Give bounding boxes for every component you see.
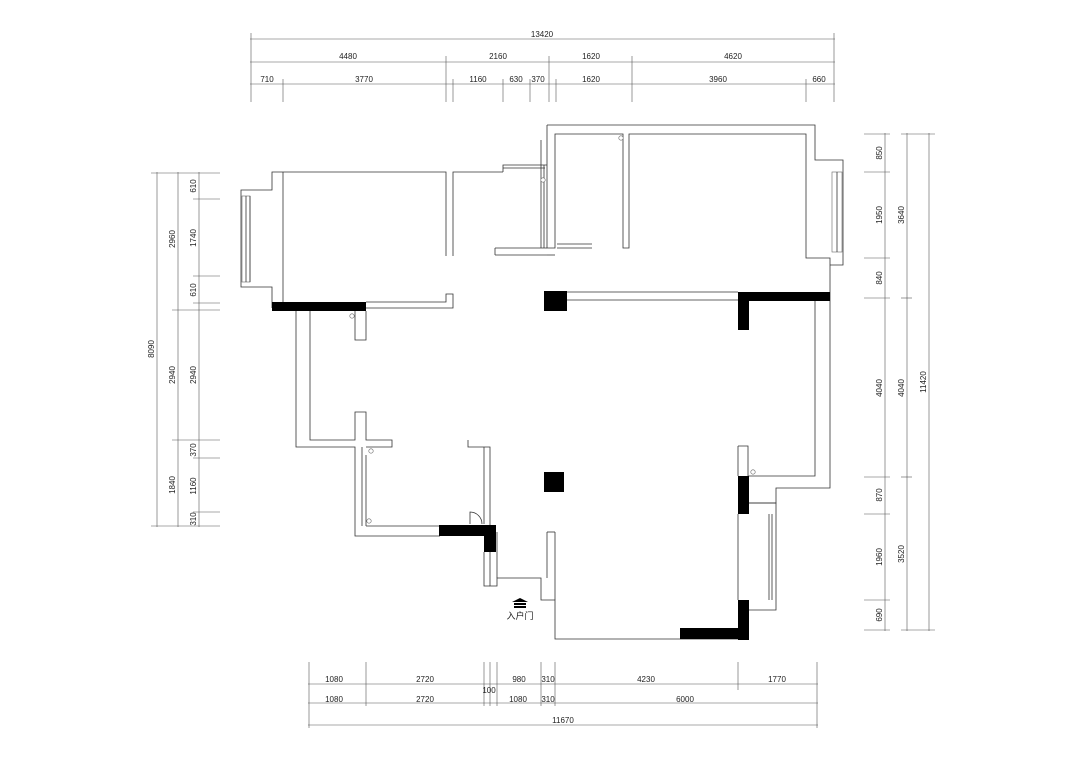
dim-bottom-total: 11670 [552, 716, 574, 725]
wall-segment-upper-left [272, 302, 366, 311]
dim-left-inner-5: 1160 [189, 477, 198, 495]
dim-left-inner-6: 310 [189, 512, 198, 526]
fixtures [349, 135, 756, 525]
dim-top-l3-3: 630 [509, 75, 523, 84]
column-center [544, 472, 564, 492]
dim-top-l2-3: 4620 [724, 52, 742, 61]
dim-bottom-r1-2: 980 [512, 675, 526, 684]
dim-right-inner-6: 690 [875, 608, 884, 622]
wall-segment-lower-right-h [680, 628, 749, 639]
dim-right-inner-3: 4040 [875, 379, 884, 397]
dim-top-l3-2: 1160 [469, 75, 487, 84]
dim-left-inner-1: 1740 [189, 229, 198, 247]
dim-right-inner-1: 1950 [875, 206, 884, 224]
dim-left-inner-4: 370 [189, 443, 198, 457]
wall-segment-upper-right-v [738, 292, 749, 330]
entry-arrow-icon [512, 598, 528, 602]
dim-left-total: 8090 [147, 340, 156, 358]
wall-segment-entry-h [439, 525, 496, 536]
dim-bottom-r2-0: 1080 [325, 695, 343, 704]
dim-right-inner-2: 840 [875, 271, 884, 285]
drain-icon [750, 469, 756, 475]
dim-bottom-r1-1: 2720 [416, 675, 434, 684]
entrance-label: 入户门 [506, 610, 533, 621]
dim-bottom-r2-4: 6000 [676, 695, 694, 704]
dim-top-total: 13420 [531, 30, 554, 39]
dim-bottom-r1-4: 4230 [637, 675, 655, 684]
top-dimensions: 13420 4480 2160 1620 4620 710 3770 1160 … [250, 30, 835, 102]
dim-right-total: 11420 [919, 371, 928, 393]
dim-bottom-r1-5: 1770 [768, 675, 786, 684]
dim-bottom-r2-1: 2720 [416, 695, 434, 704]
wall-segment-lower-right-v [738, 600, 749, 640]
wall-segment-entry-v [484, 525, 496, 552]
dim-left-inner-2: 610 [189, 283, 198, 297]
dim-bottom-small: 100 [482, 686, 496, 695]
drain-icon [368, 448, 374, 454]
dim-bottom-r1-3: 310 [541, 675, 555, 684]
dim-top-l3-6: 3960 [709, 75, 727, 84]
dim-left-outer-0: 2960 [168, 230, 177, 248]
drain-icon [618, 135, 624, 141]
dim-top-l2-1: 2160 [489, 52, 507, 61]
dim-left-outer-2: 1840 [168, 476, 177, 494]
bottom-dimensions: 1080 2720 980 310 4230 1770 100 1080 272… [308, 662, 818, 728]
dim-bottom-r2-3: 310 [541, 695, 555, 704]
dim-top-l3-5: 1620 [582, 75, 600, 84]
dim-right-inner-0: 850 [875, 146, 884, 160]
entry-arrow-bar [514, 603, 526, 605]
dim-bottom-r2-2: 1080 [509, 695, 527, 704]
drain-icon [540, 177, 546, 183]
drain-icon [349, 313, 355, 319]
dim-top-l3-1: 3770 [355, 75, 373, 84]
door-swing [469, 511, 483, 525]
dim-right-inner-5: 1960 [875, 548, 884, 566]
structural-columns [272, 291, 830, 640]
dim-right-middle-0: 3640 [897, 206, 906, 224]
wall-segment-upper-right-h [738, 292, 830, 301]
dim-top-l3-0: 710 [260, 75, 274, 84]
dim-right-inner-4: 870 [875, 488, 884, 502]
left-dimensions: 8090 2960 2940 1840 610 1740 610 2940 37… [147, 172, 220, 527]
dim-right-middle-1: 4040 [897, 379, 906, 397]
dim-top-l3-4: 370 [531, 75, 545, 84]
dim-left-inner-3: 2940 [189, 366, 198, 384]
dim-right-middle-2: 3520 [897, 545, 906, 563]
column-upper-center [544, 291, 567, 311]
dim-bottom-r1-0: 1080 [325, 675, 343, 684]
dim-top-l2-2: 1620 [582, 52, 600, 61]
dim-top-l3-7: 660 [812, 75, 826, 84]
entrance: 入户门 [506, 598, 534, 621]
drain-icon [366, 518, 372, 524]
right-dimensions: 850 1950 840 4040 870 1960 690 3640 4040… [864, 133, 935, 631]
dim-left-outer-1: 2940 [168, 366, 177, 384]
entry-arrow-bar-2 [514, 606, 526, 608]
column-right-mid [738, 476, 749, 514]
dim-left-inner-0: 610 [189, 179, 198, 193]
dim-top-l2-0: 4480 [339, 52, 357, 61]
walls [240, 124, 844, 640]
